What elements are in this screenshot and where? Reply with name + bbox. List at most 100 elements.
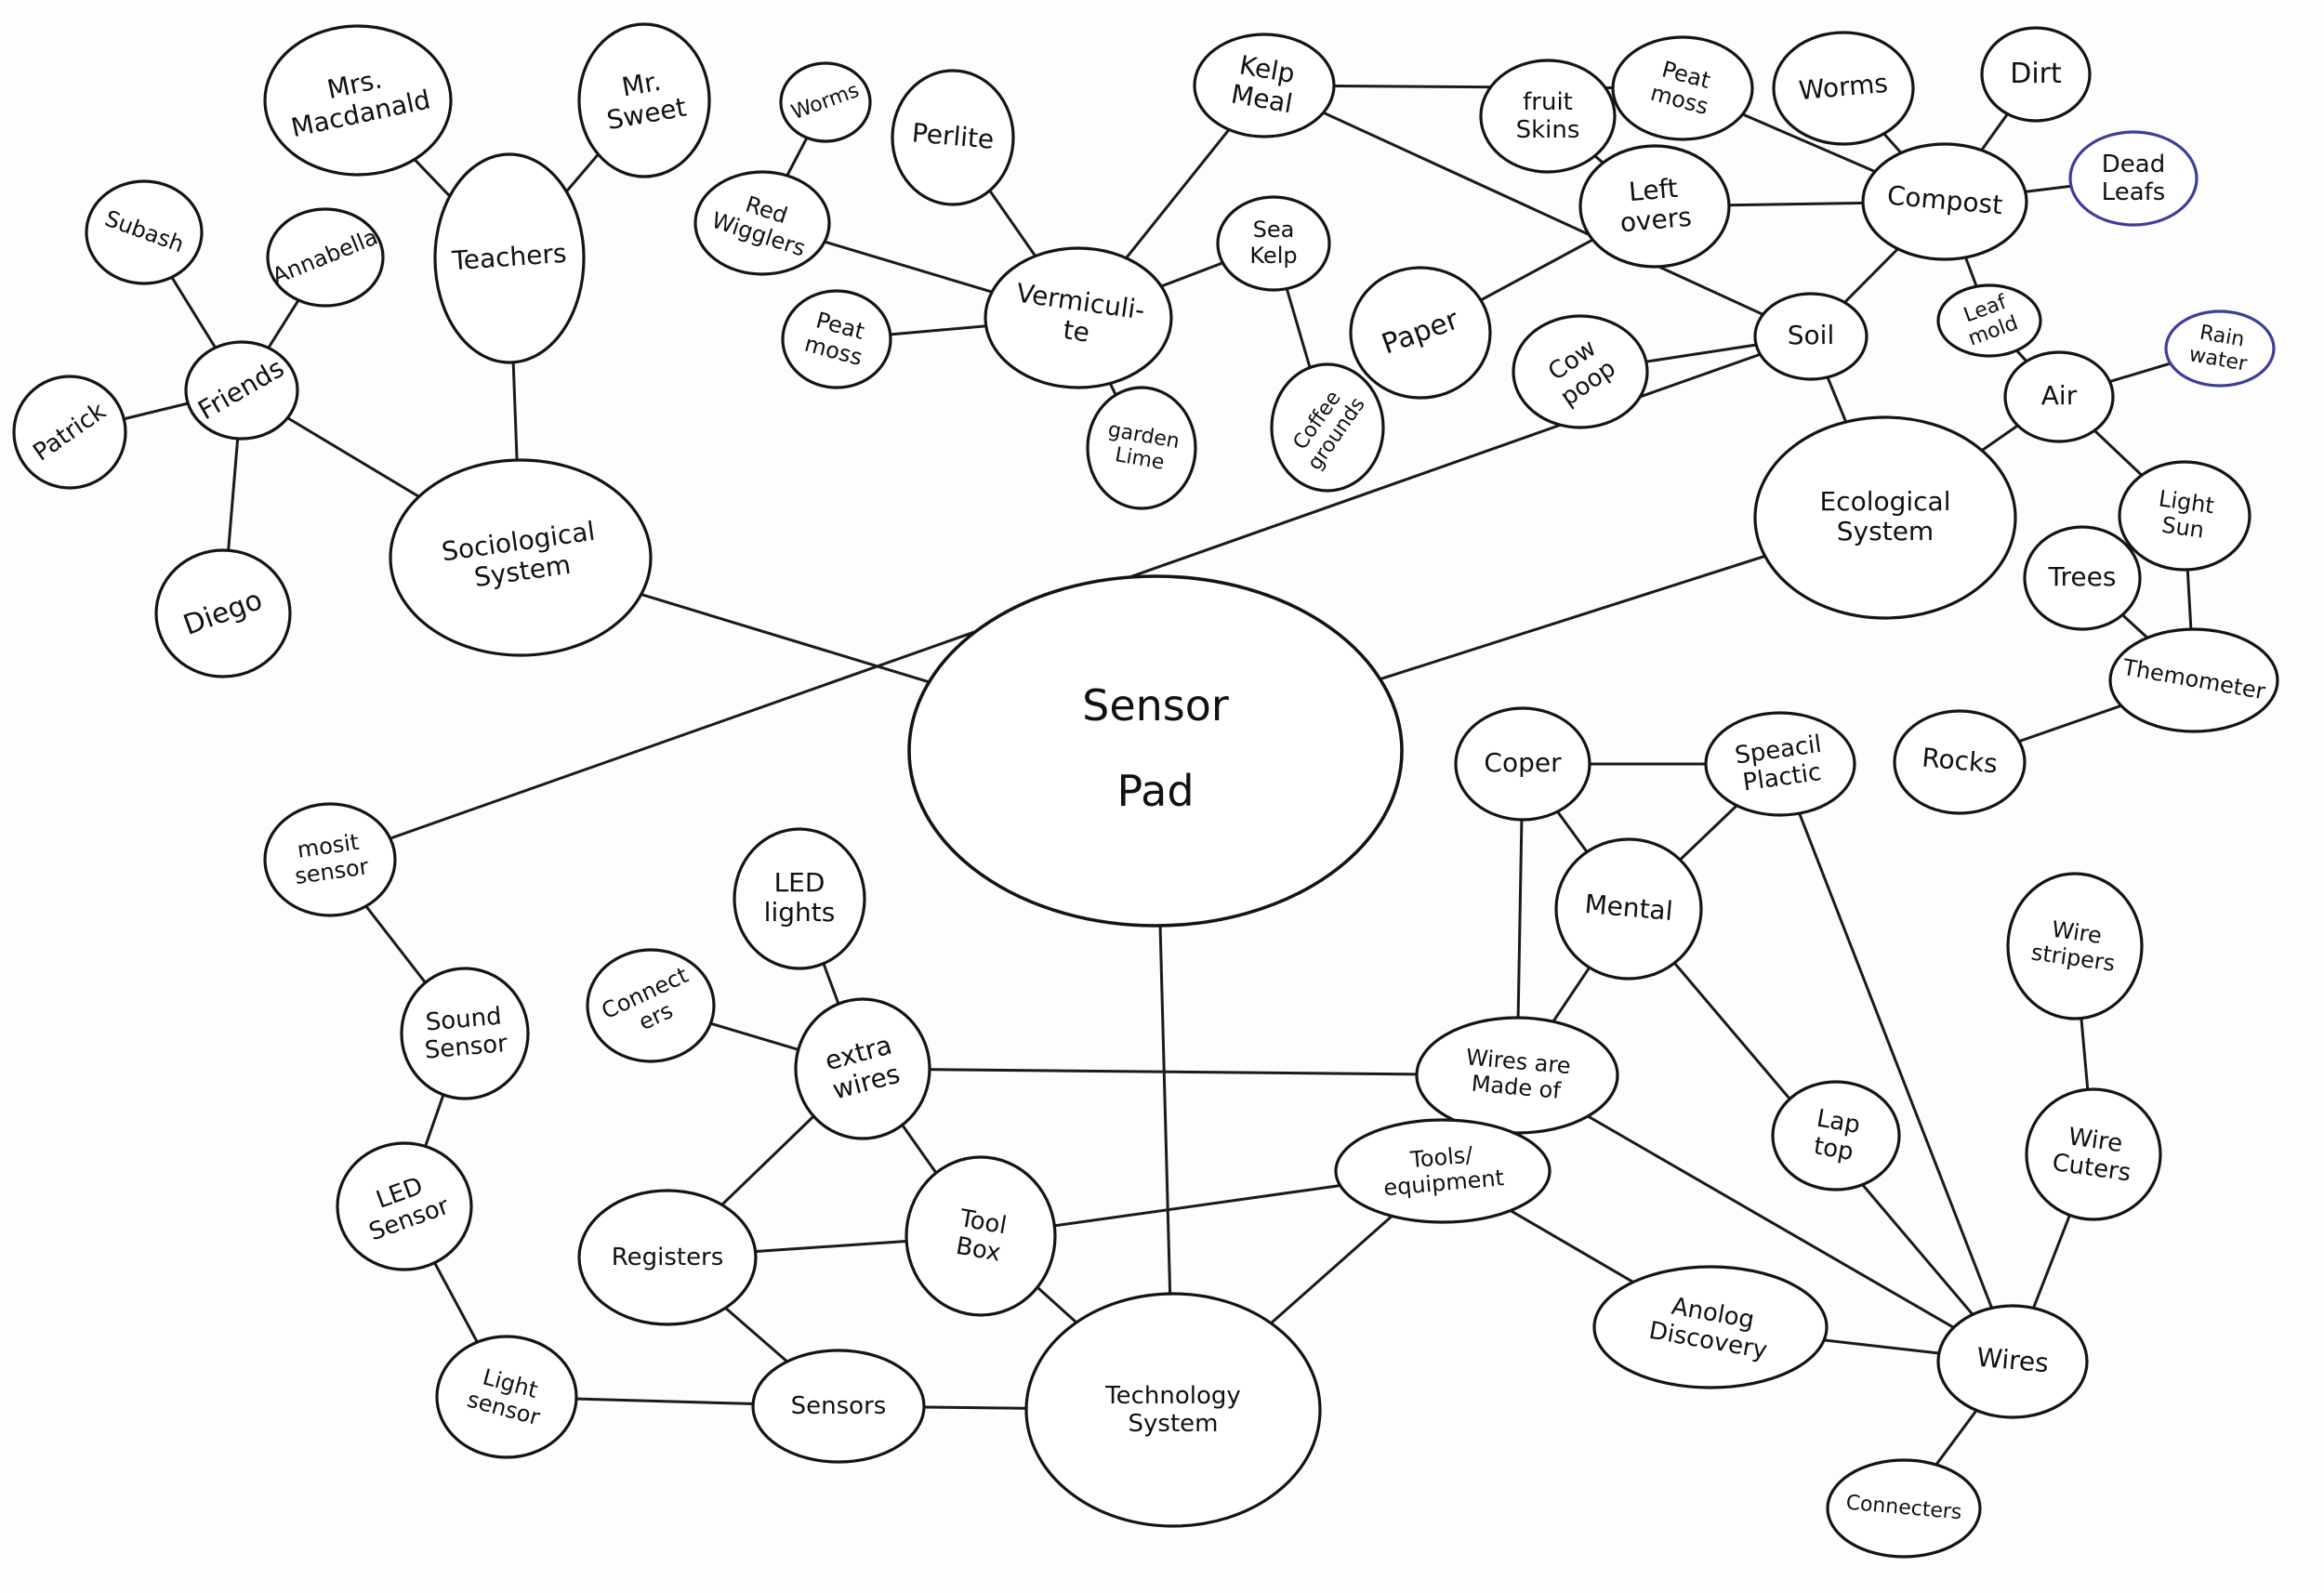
node-registers: Registers xyxy=(577,1189,758,1326)
node-worms-top: Worms xyxy=(779,61,872,143)
node-bubble-air xyxy=(2003,350,2115,443)
node-label-lap-top: Laptop xyxy=(1810,1104,1863,1166)
node-peat-moss-right: Peatmoss xyxy=(1611,35,1754,141)
node-bubble-led-sensor xyxy=(336,1141,473,1271)
node-label-line: fruit xyxy=(1523,88,1573,116)
node-connecters-bottom: Connecters xyxy=(1826,1458,1982,1559)
node-bubble-wires xyxy=(1936,1304,2089,1419)
node-bubble-teachers xyxy=(433,152,586,364)
node-bubble-compost xyxy=(1861,142,2028,261)
node-sound-sensor: SoundSensor xyxy=(400,967,530,1100)
node-bubble-coffee-grounds xyxy=(1270,362,1385,493)
edge-kelp-meal-to-soil xyxy=(1262,84,1813,338)
node-label-line: Trees xyxy=(2048,561,2117,592)
node-bubble-vermiculite xyxy=(984,246,1173,389)
node-bubble-led-lights xyxy=(733,827,866,970)
node-rocks: Rocks xyxy=(1893,709,2027,815)
node-label-sensors: Sensors xyxy=(791,1392,887,1420)
node-label-line: System xyxy=(1129,1409,1219,1437)
node-label-garden-lime: gardenLime xyxy=(1103,418,1182,477)
node-bubble-garden-lime xyxy=(1086,386,1197,510)
node-bubble-anolog-discovery xyxy=(1592,1265,1829,1389)
node-bubble-sea-kelp xyxy=(1216,195,1331,292)
node-label-line: Sea xyxy=(1253,217,1295,243)
node-coffee-grounds: Coffeegrounds xyxy=(1270,362,1385,493)
node-label-line: Sensors xyxy=(791,1392,887,1420)
node-bubble-dirt xyxy=(1980,26,2092,123)
node-air: Air xyxy=(2003,350,2115,443)
node-label-line: Sound xyxy=(425,1002,503,1036)
node-label-line: lights xyxy=(764,897,836,928)
node-bubble-trees xyxy=(2023,525,2142,631)
node-soil: Soil xyxy=(1753,292,1868,381)
node-label-line: overs xyxy=(1618,202,1693,239)
node-bubble-mrs-macdanald xyxy=(263,24,453,177)
node-label-line: LED xyxy=(774,867,825,898)
node-bubble-cow-poop xyxy=(1512,314,1649,429)
node-bubble-peat-moss-right xyxy=(1611,35,1754,141)
node-bubble-speacil-plactic xyxy=(1704,711,1856,817)
node-label-wires: Wires xyxy=(1975,1342,2050,1379)
node-label-line: Registers xyxy=(612,1244,724,1271)
node-wire-stripers: Wirestripers xyxy=(2006,872,2144,1020)
node-label-registers: Registers xyxy=(612,1244,724,1271)
node-label-line: Air xyxy=(2041,380,2078,411)
node-label-line: Ecological xyxy=(1819,486,1950,517)
node-led-sensor: LEDSensor xyxy=(336,1141,473,1271)
node-bubble-connecters-left xyxy=(586,948,716,1063)
node-label-line: Sun xyxy=(2160,512,2206,544)
node-patrick: Patrick xyxy=(12,375,127,490)
node-label-mosit-sensor: mositsensor xyxy=(290,828,371,889)
node-label-line: top xyxy=(1812,1132,1855,1166)
node-bubble-extra-wires xyxy=(794,997,931,1140)
node-label-line: Soil xyxy=(1788,320,1834,350)
node-bubble-fruit-skins xyxy=(1479,59,1617,174)
node-label-rocks: Rocks xyxy=(1921,743,1999,780)
node-sensors: Sensors xyxy=(751,1349,926,1464)
node-trees: Trees xyxy=(2023,525,2142,631)
node-sociological-system: SociologicalSystem xyxy=(389,458,653,657)
node-bubble-subash xyxy=(85,179,204,285)
edge-wires-made-of-to-wires xyxy=(1515,1073,2014,1363)
node-leaf-mold: Leafmold xyxy=(1936,283,2042,358)
node-label-line: Skins xyxy=(1516,115,1580,143)
node-bubble-wire-stripers xyxy=(2006,872,2144,1020)
node-bubble-connecters-bottom xyxy=(1826,1458,1982,1559)
node-diego: Diego xyxy=(154,548,292,678)
node-label-light-sun: LightSun xyxy=(2154,485,2216,544)
node-bubble-sensors xyxy=(751,1349,926,1464)
node-mr-sweet: Mr.Sweet xyxy=(577,22,711,178)
node-paper: Paper xyxy=(1349,266,1492,400)
node-light-sensor: Lightsensor xyxy=(435,1335,578,1459)
node-teachers: Teachers xyxy=(433,152,586,364)
node-bubble-technology-system xyxy=(1024,1292,1322,1528)
node-bubble-peat-moss-left xyxy=(781,289,892,389)
node-bubble-sound-sensor xyxy=(400,967,530,1100)
node-tool-box: ToolBox xyxy=(905,1155,1057,1317)
node-rain-water: Rainwater xyxy=(2164,309,2276,388)
node-label-trees: Trees xyxy=(2048,561,2117,592)
node-label-line: Wires xyxy=(1975,1342,2050,1379)
node-label-coper: Coper xyxy=(1484,747,1562,778)
edge-extra-wires-to-wires-made-of xyxy=(861,1067,1519,1077)
node-light-sun: LightSun xyxy=(2118,460,2251,572)
node-speacil-plactic: SpeacilPlactic xyxy=(1704,711,1856,817)
node-label-line: Mr. xyxy=(619,66,663,103)
node-bubble-left-overs xyxy=(1578,144,1731,269)
node-label-dirt: Dirt xyxy=(2010,58,2062,90)
node-label-line: Rocks xyxy=(1921,743,1999,780)
node-bubble-ecological-system xyxy=(1753,415,2017,620)
node-label-line: Leafs xyxy=(2102,178,2166,205)
node-bubble-diego xyxy=(154,548,292,678)
